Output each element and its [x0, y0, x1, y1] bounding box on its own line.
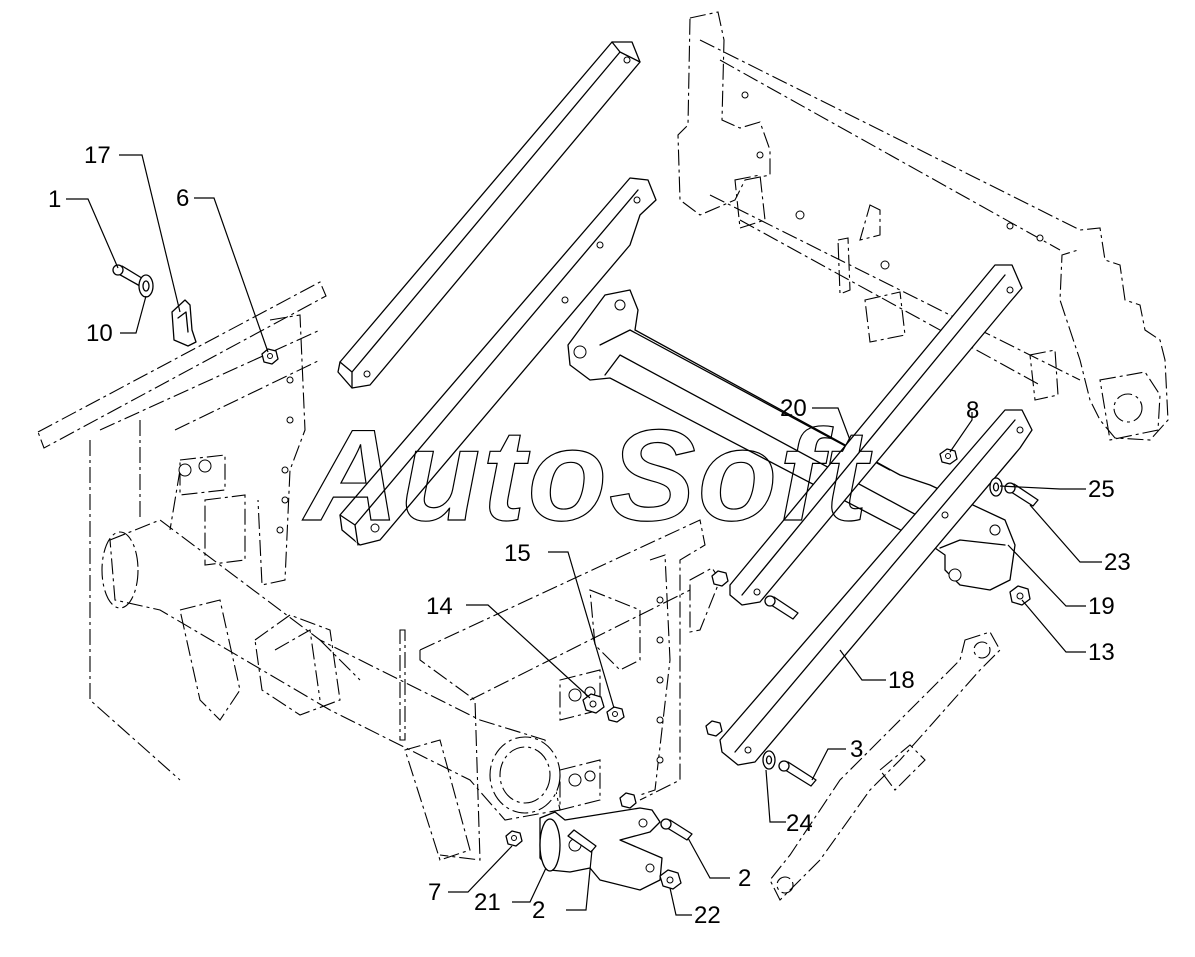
callout-13: 13	[1088, 639, 1115, 666]
callout-7: 7	[428, 879, 441, 906]
callout-23: 23	[1104, 549, 1131, 576]
washer-24[interactable]	[762, 750, 776, 770]
axle-tube	[101, 519, 561, 821]
nut-13[interactable]	[1009, 585, 1031, 606]
callout-20: 20	[780, 395, 807, 422]
callout-17: 17	[84, 142, 111, 169]
washer-10[interactable]	[138, 274, 154, 298]
callout-8: 8	[966, 397, 979, 424]
callout-14: 14	[426, 593, 453, 620]
nut-top-bracket[interactable]	[619, 792, 637, 809]
callout-15: 15	[504, 540, 531, 567]
nut-6[interactable]	[261, 348, 279, 365]
nut-bracket[interactable]	[711, 570, 729, 587]
callout-25: 25	[1088, 476, 1115, 503]
nut-15[interactable]	[606, 706, 625, 723]
washer-25[interactable]	[989, 477, 1003, 497]
bolt-mid[interactable]	[764, 595, 799, 620]
callout-2-left: 2	[532, 897, 545, 924]
callout-3: 3	[850, 736, 863, 763]
background-frame	[677, 11, 1169, 441]
bolt-23[interactable]	[1004, 482, 1039, 507]
chassis-frame	[37, 281, 706, 861]
leader-lines	[66, 154, 1102, 916]
bolt-2-right[interactable]	[660, 818, 693, 841]
clip-17[interactable]	[171, 299, 197, 347]
callout-10: 10	[86, 320, 113, 347]
callout-6: 6	[176, 185, 189, 212]
rail-upper[interactable]	[337, 41, 641, 389]
nut-8[interactable]	[939, 448, 958, 465]
hydraulic-cylinder	[769, 631, 1001, 901]
bolt-3[interactable]	[778, 760, 817, 787]
callout-19: 19	[1088, 593, 1115, 620]
nut-7[interactable]	[505, 830, 523, 847]
nut-14[interactable]	[582, 693, 605, 714]
callout-24: 24	[786, 810, 813, 837]
bolt-2-left[interactable]	[567, 829, 597, 853]
nut-rail-18[interactable]	[705, 720, 723, 737]
callout-labels: 1 17 6 10 15 14 20 8 25 23 19 13 18 3 24…	[48, 142, 1131, 929]
callout-2-right: 2	[738, 865, 751, 892]
callout-22: 22	[694, 902, 721, 929]
callout-21: 21	[474, 889, 501, 916]
rail-right-upper[interactable]	[729, 264, 1023, 606]
lower-bracket[interactable]	[539, 807, 663, 891]
rail-middle[interactable]	[339, 177, 657, 546]
callout-18: 18	[888, 667, 915, 694]
callout-1: 1	[48, 186, 61, 213]
rail-lower-right[interactable]	[719, 409, 1033, 766]
autosoft-watermark: AutoSoft	[302, 402, 872, 548]
nut-22[interactable]	[659, 869, 682, 890]
small-bracket	[689, 567, 721, 633]
